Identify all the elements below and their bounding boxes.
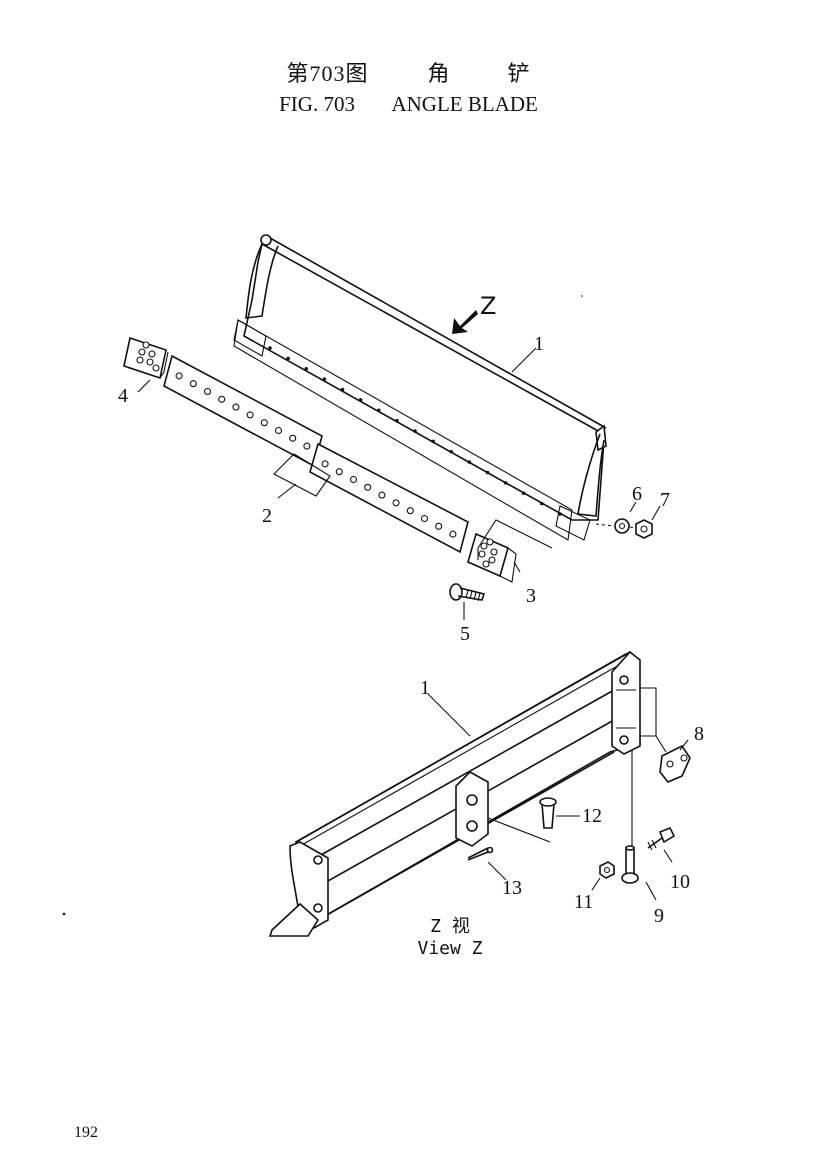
blade-left-end-plate [245, 243, 279, 319]
blade-bolt-hole [358, 398, 363, 402]
figure-number-en: FIG. 703 [279, 92, 355, 116]
cutting-edge-bolt-hole [274, 426, 283, 435]
callout-lower-11: 11 [574, 891, 593, 913]
cutting-edge-bolt-hole [246, 411, 254, 419]
upper-leader-lines [137, 347, 661, 620]
cotter-pin [467, 846, 494, 861]
blade-bolt-hole [376, 408, 381, 413]
blade-bolt-hole [540, 501, 544, 506]
blade-bolt-hole [485, 470, 490, 475]
cutting-edge-bolt-hole [203, 387, 212, 396]
blade-bolt-hole [395, 418, 399, 423]
cutting-edge-bolt-hole [406, 507, 414, 515]
blade-lifting-eye-left [260, 234, 272, 246]
figure-title-en: FIG. 703 ANGLE BLADE [0, 92, 817, 117]
pin-long [621, 845, 639, 884]
view-z-label-cn: Z 视 [430, 916, 470, 937]
callout-upper-6: 6 [632, 483, 642, 505]
blade-bolt-hole [304, 366, 309, 371]
callout-lower-8: 8 [694, 723, 704, 745]
callout-upper-2: 2 [262, 505, 272, 527]
cutting-edge-bolt-hole [218, 395, 226, 403]
cutting-edge-bolt-hole [420, 514, 429, 523]
callout-upper-7: 7 [660, 489, 670, 511]
figure-name-cn-char-2: 铲 [507, 61, 531, 86]
plow-bolt [449, 583, 486, 602]
cap-bolt [647, 826, 676, 851]
cutting-edge-right [309, 442, 469, 554]
lower-leader-lines [427, 687, 689, 901]
cutting-edge-bolt-hole [232, 403, 240, 411]
blade-bolt-hole [558, 512, 562, 516]
cutting-edge-bolt-hole [289, 434, 297, 442]
pin-short [539, 797, 557, 829]
cutting-edge-bolt-hole [335, 468, 343, 476]
blade-bolt-hole [431, 439, 435, 444]
callout-lower-9: 9 [654, 905, 664, 927]
blade-bolt-hole [413, 429, 417, 433]
cutting-edge-bolt-hole [378, 491, 386, 499]
figure-number-cn: 第703图 [286, 61, 369, 86]
callout-lower-12: 12 [582, 805, 602, 827]
washer [614, 518, 630, 534]
callout-upper-3: 3 [526, 585, 536, 607]
cutting-edge-bolt-hole [260, 419, 268, 427]
blade-cutting-edge-seat [233, 319, 573, 541]
blade-upper-assembly [233, 234, 607, 541]
end-bit-left [123, 336, 169, 380]
view-z-arrow [452, 310, 478, 334]
lock-nut [599, 861, 615, 879]
blade-bolt-hole [340, 387, 345, 392]
blade-bolt-holes [268, 346, 562, 516]
callout-lower-10: 10 [670, 871, 690, 893]
blade-bolt-hole [503, 481, 508, 485]
blade-bolt-hole [268, 346, 272, 350]
figure-name-en: ANGLE BLADE [391, 92, 538, 116]
cutting-edge-bolt-hole [175, 372, 183, 380]
pin-cap [659, 744, 691, 783]
cutting-edge-bolt-hole [321, 460, 329, 468]
callout-lower-13: 13 [502, 877, 522, 899]
blade-rear-view [268, 650, 641, 937]
page-number: 192 [74, 1124, 98, 1141]
blade-bolt-hole [286, 356, 290, 361]
cutting-edge-bolt-hole [189, 380, 197, 388]
blade-top-edge [269, 237, 607, 429]
view-z-arrow-label: Z [480, 292, 496, 320]
cutting-edge-bolt-hole [349, 475, 358, 484]
figure-name-cn-char-1: 角 [427, 61, 451, 86]
callout-upper-5: 5 [460, 623, 470, 645]
callout-lower-1: 1 [420, 677, 430, 699]
callout-upper-4: 4 [118, 385, 128, 407]
cutting-edge-bolt-hole [449, 530, 457, 538]
blade-bolt-hole [449, 449, 454, 454]
view-z-label: Z 视 View Z [400, 912, 500, 959]
blade-bolt-hole [467, 460, 472, 464]
view-z-label-en: View Z [417, 938, 483, 959]
cutting-edge-bolt-hole [435, 522, 443, 530]
callout-upper-1: 1 [534, 333, 544, 355]
cutting-edge-bolt-hole [364, 483, 372, 491]
hex-nut [635, 519, 653, 539]
end-bit-right [467, 532, 517, 583]
blade-lifting-eye-right [595, 424, 607, 452]
cutting-edge-left [163, 354, 323, 468]
blade-bolt-hole [521, 491, 526, 496]
figure-title-cn: 第703图 角 铲 [0, 56, 817, 88]
cutting-edge-bolt-hole [392, 499, 400, 507]
blade-bolt-hole [322, 377, 327, 381]
cutting-edge-bolt-holes [175, 372, 457, 538]
blade-moldboard [243, 242, 605, 521]
blade-rear-center-bracket [455, 771, 489, 847]
cutting-edge-bolt-hole [303, 442, 311, 450]
